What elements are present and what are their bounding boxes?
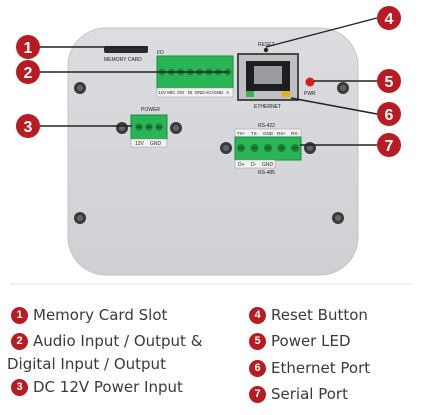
- legend-item-power-led: 5 Power LED: [249, 332, 351, 350]
- reset-button: [263, 47, 269, 53]
- legend-num: 3: [11, 378, 28, 396]
- ethernet-jack: [254, 66, 282, 84]
- legend-item-digital-io: Digital Input / Output: [7, 355, 166, 373]
- pwr-label: PWR: [304, 91, 316, 97]
- svg-text:2: 2: [24, 65, 33, 82]
- screw: [332, 212, 344, 224]
- rs422-pin-2: GND: [263, 131, 274, 136]
- rs485-pin-dplus: D+: [238, 162, 245, 168]
- legend-item-dc-power: 3 DC 12V Power Input: [11, 378, 183, 396]
- legend-item-reset: 4 Reset Button: [249, 306, 368, 324]
- legend-item-ethernet: 6 Ethernet Port: [249, 359, 370, 377]
- serial-terminal-screws: [237, 144, 299, 152]
- legend-num: 1: [11, 306, 28, 324]
- legend-num: 6: [249, 359, 266, 377]
- io-pin-3: DI: [188, 90, 193, 95]
- svg-text:5: 5: [385, 74, 394, 91]
- ethernet-led-right: [282, 91, 290, 97]
- reset-label: RESET: [258, 42, 275, 48]
- legend-item-memory-card: 1 Memory Card Slot: [11, 306, 167, 324]
- ethernet-led-left: [246, 91, 254, 97]
- io-pin-4: GND: [195, 90, 206, 95]
- legend-num: 2: [11, 332, 28, 350]
- callout-1: 1: [16, 35, 40, 59]
- rs422-label: RS-422: [258, 123, 275, 129]
- power-label: POWER: [141, 107, 160, 113]
- rs422-pin-1: TX-: [251, 131, 259, 136]
- screw: [170, 122, 182, 134]
- io-pin-1: MIC: [167, 90, 176, 95]
- legend-item-serial: 7 Serial Port: [249, 385, 348, 403]
- rs485-label: RS-485: [258, 170, 275, 176]
- legend-label: Power LED: [271, 332, 351, 350]
- memory-card-slot: [104, 46, 148, 53]
- screw: [74, 82, 86, 94]
- legend-num: 7: [249, 385, 266, 403]
- screw: [304, 142, 316, 154]
- legend-label: Reset Button: [271, 306, 368, 324]
- screw: [74, 212, 86, 224]
- callout-3: 3: [16, 114, 40, 138]
- legend-label: Ethernet Port: [271, 359, 371, 377]
- leader-line-6: [290, 97, 378, 115]
- leader-line-4: [265, 17, 378, 48]
- svg-text:6: 6: [385, 107, 394, 124]
- io-label: I/O: [157, 50, 164, 56]
- svg-text:1: 1: [24, 40, 33, 57]
- power-terminal-screws: [135, 123, 163, 131]
- callout-4: 4: [377, 6, 401, 30]
- rs485-pin-dminus: D-: [251, 162, 257, 168]
- io-pin-7: A: [226, 90, 229, 95]
- callout-6: 6: [377, 102, 401, 126]
- rs485-pin-gnd: GND: [262, 162, 274, 168]
- callout-5: 5: [377, 69, 401, 93]
- power-pin-strip: [130, 138, 168, 148]
- io-pin-2: DO: [177, 90, 184, 95]
- legend-label: Serial Port: [271, 385, 348, 403]
- rs485-pin-strip: [234, 159, 276, 169]
- power-led: [305, 77, 315, 87]
- svg-text:7: 7: [385, 138, 394, 155]
- ethernet-label: ETHERNET: [254, 104, 281, 110]
- svg-text:4: 4: [385, 11, 394, 28]
- svg-text:3: 3: [24, 119, 33, 136]
- legend-label: Audio Input / Output &: [33, 332, 203, 350]
- legend-num: 5: [249, 332, 266, 350]
- io-pin-strip: [156, 87, 234, 98]
- legend-label: DC 12V Power Input: [33, 378, 183, 396]
- legend-label: Memory Card Slot: [33, 306, 168, 324]
- legend-num: 4: [249, 306, 266, 324]
- rs422-pin-4: RX-: [291, 131, 299, 136]
- io-pin-6: GND: [213, 90, 224, 95]
- power-pin-gnd: GND: [150, 141, 162, 147]
- callout-7: 7: [377, 133, 401, 157]
- memory-card-label: MEMORY CARD: [104, 57, 142, 63]
- io-pin-5: ACI: [205, 90, 213, 95]
- power-pin-12v: 12V: [135, 141, 145, 147]
- screw: [220, 142, 232, 154]
- rs422-pin-3: RX+: [277, 131, 286, 136]
- io-pin-0: 12V: [158, 90, 166, 95]
- rs422-pin-0: TX+: [237, 131, 246, 136]
- screw: [337, 82, 349, 94]
- legend-item-audio-io: 2 Audio Input / Output &: [11, 332, 202, 350]
- callout-2: 2: [16, 60, 40, 84]
- screw: [116, 122, 128, 134]
